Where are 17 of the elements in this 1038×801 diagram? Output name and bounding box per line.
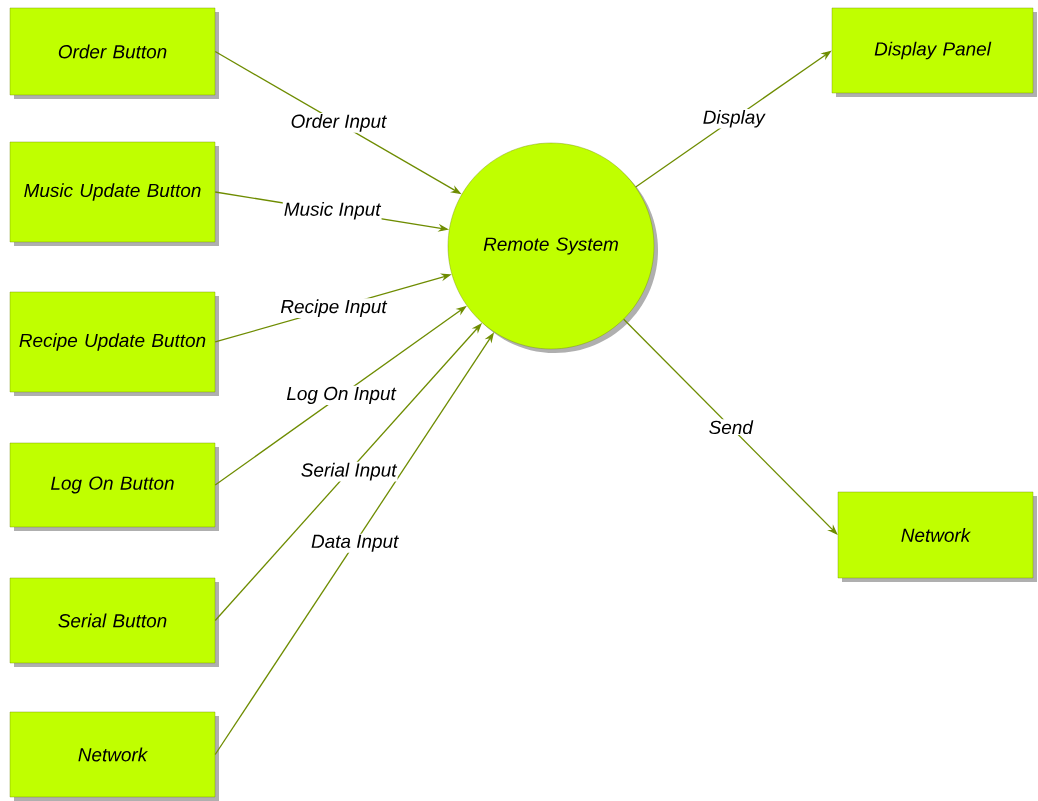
process-box: Order Button [9, 7, 219, 99]
edge-label: Serial Input [299, 461, 398, 482]
edge-label: Send [707, 419, 754, 436]
edge-label: Display [701, 108, 766, 129]
process-box: Network [837, 491, 1037, 582]
edge-label: Log On Input [285, 385, 397, 405]
edge-label: Recipe Input [279, 298, 388, 318]
arrow [623, 318, 838, 535]
edge-label: Data Input [310, 533, 400, 553]
process-box: Display Panel [831, 7, 1037, 97]
process-box: Network [9, 711, 219, 801]
process-box: Log On Button [9, 442, 219, 531]
edge-label: Order Input [289, 113, 388, 133]
process-box: Recipe Update Button [9, 291, 219, 396]
process-box: Serial Button [9, 577, 219, 667]
edge-label: Music Input [282, 201, 382, 221]
process-box: Music Update Button [9, 141, 219, 246]
